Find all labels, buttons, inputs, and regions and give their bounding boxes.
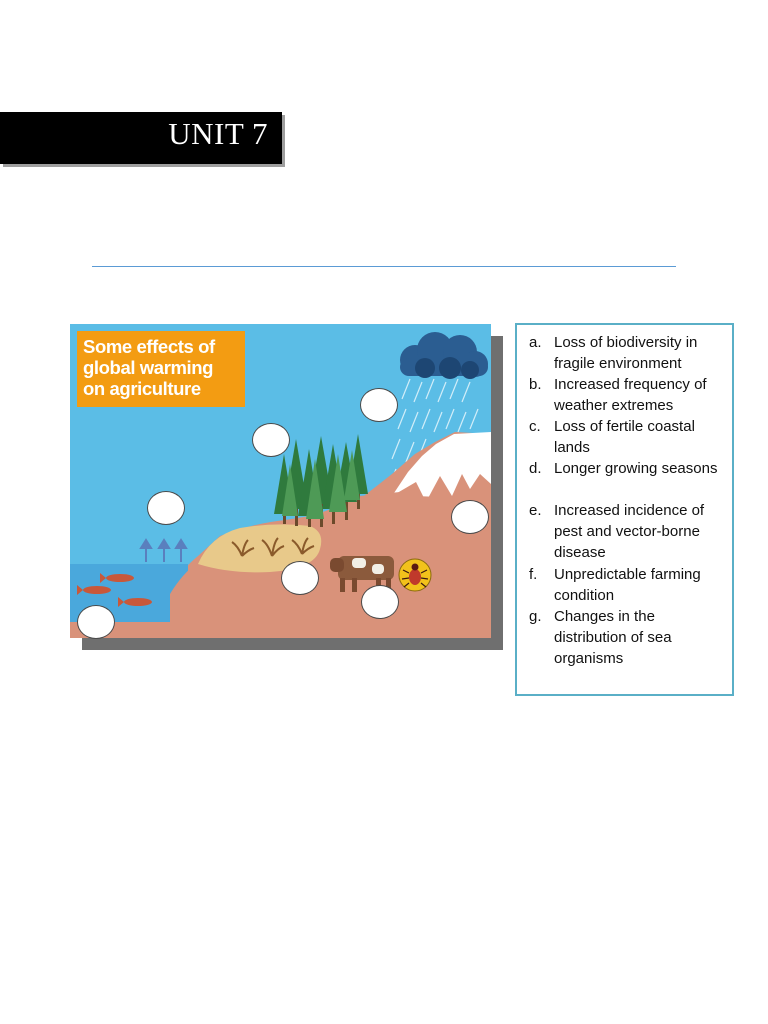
- answer-circle[interactable]: [361, 585, 399, 619]
- option-letter: a.: [529, 334, 542, 351]
- figure-title-line: on agriculture: [83, 378, 201, 399]
- unit-banner: UNIT 7: [0, 112, 282, 164]
- option-f: f. Unpredictable farming condition: [529, 564, 729, 606]
- option-text: Loss of biodiversity in fragile environm…: [554, 334, 698, 372]
- options-list: a. Loss of biodiversity in fragile envir…: [515, 323, 734, 696]
- answer-circle[interactable]: [360, 388, 398, 422]
- answer-circle[interactable]: [451, 500, 489, 534]
- option-text: Increased frequency of weather extremes: [554, 376, 707, 414]
- option-d: d. Longer growing seasons: [529, 458, 729, 479]
- option-letter: d.: [529, 460, 542, 477]
- option-letter: g.: [529, 608, 542, 625]
- cow-icon: [330, 556, 394, 592]
- option-letter: f.: [529, 566, 538, 583]
- figure-title-box: Some effects of global warming on agricu…: [77, 331, 245, 407]
- option-text: Unpredictable farming condition: [554, 566, 701, 604]
- option-text: Changes in the distribution of sea organ…: [554, 608, 672, 667]
- forest: [274, 434, 368, 527]
- answer-circle[interactable]: [281, 561, 319, 595]
- figure-title-line: Some effects of: [83, 336, 215, 357]
- option-text: Increased incidence of pest and vector-b…: [554, 502, 705, 561]
- figure-title-line: global warming: [83, 357, 214, 378]
- seabed: [70, 622, 491, 638]
- horizontal-rule: [92, 266, 676, 267]
- option-b: b. Increased frequency of weather extrem…: [529, 374, 729, 416]
- evaporation-arrows: [139, 538, 188, 562]
- unit-title: UNIT 7: [168, 116, 268, 151]
- option-letter: e.: [529, 502, 542, 519]
- option-letter: c.: [529, 418, 541, 435]
- answer-circle[interactable]: [77, 605, 115, 639]
- answer-circle[interactable]: [252, 423, 290, 457]
- answer-circle[interactable]: [147, 491, 185, 525]
- option-a: a. Loss of biodiversity in fragile envir…: [529, 332, 729, 374]
- option-text: Loss of fertile coastal lands: [554, 418, 695, 456]
- figure-title: Some effects of global warming on agricu…: [83, 336, 243, 399]
- option-e: e. Increased incidence of pest and vecto…: [529, 500, 729, 563]
- snow-cap: [392, 432, 491, 502]
- option-g: g. Changes in the distribution of sea or…: [529, 606, 729, 669]
- crops-icon: [231, 537, 315, 557]
- option-letter: b.: [529, 376, 542, 393]
- option-text: Longer growing seasons: [554, 460, 718, 477]
- option-c: c. Loss of fertile coastal lands: [529, 416, 729, 458]
- crop-field: [198, 524, 322, 573]
- fish-icon: [77, 573, 152, 607]
- pest-icon: [398, 558, 432, 592]
